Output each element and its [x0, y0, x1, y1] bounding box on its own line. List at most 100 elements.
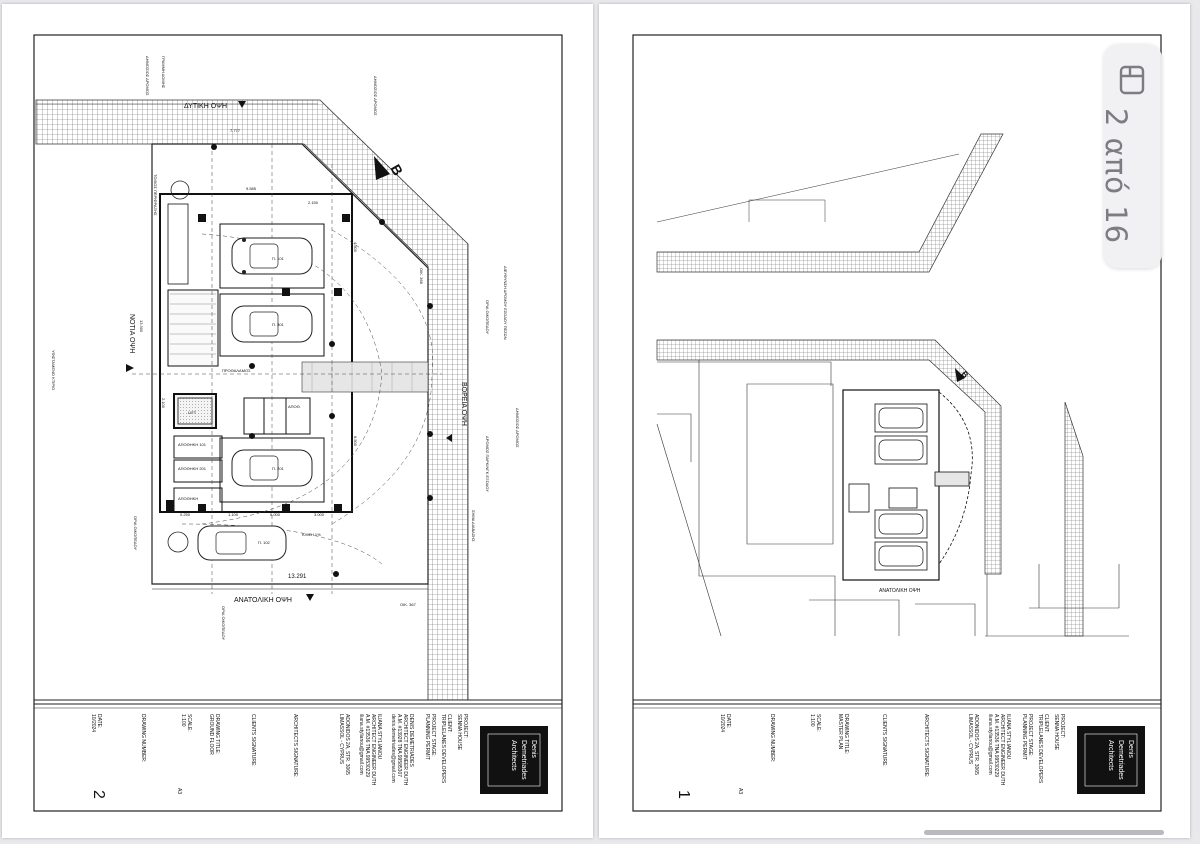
label-road-1: ΔΗΜΟΣΙΟΣ ΔΡΟΜΟΣ: [145, 56, 150, 96]
svg-text:LIMASSOL - CYPRUS: LIMASSOL - CYPRUS: [338, 714, 344, 765]
svg-text:SENNA HOUSE: SENNA HOUSE: [456, 714, 462, 751]
dimension-i: 13.300: [139, 320, 144, 333]
svg-text:SENNA HOUSE: SENNA HOUSE: [1053, 714, 1059, 751]
dimension-total: 13.291: [288, 574, 307, 580]
sheet-page-1[interactable]: B ΑΝΑΤΟΛΙΚΗ ΟΨΗ Denis Demetriades Archit…: [599, 4, 1190, 838]
label-plot-b: ΟΙΚ. 367: [400, 602, 417, 607]
road-middle: [656, 339, 1002, 575]
master-plan-drawing: B ΑΝΑΤΟΛΙΚΗ ΟΨΗ Denis Demetriades Archit…: [632, 34, 1162, 812]
dimension-e: 5.000: [270, 512, 281, 517]
svg-text:Demetriades: Demetriades: [1117, 740, 1124, 780]
entrance-walkway: [301, 361, 429, 393]
dimension-j: 2.100: [161, 398, 166, 409]
svg-text:10/2024: 10/2024: [90, 714, 96, 732]
dimension-c: 4.500: [353, 242, 358, 253]
svg-text:ARCHITECT ENGINEER DUTH: ARCHITECT ENGINEER DUTH: [370, 714, 376, 786]
label-east-elevation: ΑΝΑΤΟΛΙΚΗ ΟΨΗ: [879, 588, 921, 594]
svg-text:GROUND FLOOR: GROUND FLOOR: [208, 714, 214, 755]
label-widening-2: ΔΡΟΜΟΣ ΠΑΡΚΙΝΓΚ ΕΞΟΔΟΥ: [485, 436, 490, 492]
svg-text:TRIPLELANES DEVELOPERS: TRIPLELANES DEVELOPERS: [1037, 714, 1043, 784]
label-p201: Π. 201: [272, 466, 285, 471]
svg-text:TRIPLELANES DEVELOPERS: TRIPLELANES DEVELOPERS: [440, 714, 446, 784]
label-store-201: ΑΠΟΘΗΚΗ 201: [178, 466, 207, 471]
label-section-b: B: [959, 370, 970, 380]
label-road-2: ΔΗΜΟΣΙΟΣ ΔΡΟΜΟΣ: [373, 76, 378, 116]
svg-text:ARCHITECTS SIGNATURE:: ARCHITECTS SIGNATURE:: [292, 714, 298, 778]
svg-text:DRAWING TITLE:: DRAWING TITLE:: [214, 714, 220, 754]
label-entrance: ΑΠΟΘ.: [288, 404, 301, 409]
dimension-a: 9.585: [246, 186, 257, 191]
svg-text:Demetriades: Demetriades: [520, 740, 527, 780]
section-marker-b: [955, 368, 965, 382]
label-road-3: ΔΗΜΟΣΙΟΣ ΔΡΟΜΟΣ: [515, 408, 520, 448]
title-block: Denis Demetriades Architects PROJECT: SE…: [90, 714, 537, 799]
road-right: [1064, 401, 1084, 637]
svg-text:PROJECT STAGE:: PROJECT STAGE:: [1027, 714, 1033, 757]
svg-text:denis.demetriades@gmail.com: denis.demetriades@gmail.com: [390, 714, 396, 783]
car-p102: [197, 525, 287, 561]
label-ramp: ΚΛΙΣΗ 1%: [302, 532, 321, 537]
label-widening: ΔΙΕΥΘΥΝΣΗ ΔΡΟΜΟΥ ΕΣΟΔΟΥ ΠΕΖΩΝ: [503, 266, 508, 340]
label-garden-wall: ΤΟΙΧΟΣ ΠΕΡΙΦΡΑΞΗΣ: [153, 174, 158, 216]
svg-text:Architects: Architects: [1107, 740, 1114, 771]
sidewalk: [35, 99, 469, 701]
dimension-top: 7.777: [230, 128, 241, 133]
svg-text:ARCHITECT ENGINEER DUTH: ARCHITECT ENGINEER DUTH: [402, 714, 408, 786]
svg-text:DATE:: DATE:: [725, 714, 731, 728]
svg-text:Architects: Architects: [510, 740, 517, 771]
svg-text:ILIANA STYLIANOU: ILIANA STYLIANOU: [376, 714, 382, 760]
svg-text:DRAWING TITLE:: DRAWING TITLE:: [843, 714, 849, 754]
label-street-line: ΣΗΜΑ ΔΙΑΒΑΣΗΣ: [471, 510, 476, 542]
road-top: [656, 133, 1004, 273]
svg-text:SCALE:: SCALE:: [186, 714, 192, 732]
dimension-b: 2.150: [308, 200, 319, 205]
label-west-elevation: ΔΥΤΙΚΗ ΟΨΗ: [184, 103, 227, 110]
label-plot-a: ΟΙΚ. 368: [419, 268, 424, 285]
dimension-g: 0.250: [180, 512, 191, 517]
svg-text:LIMASSOL - CYPRUS: LIMASSOL - CYPRUS: [967, 714, 973, 765]
car-icons: [878, 407, 924, 567]
tree-icon: [170, 180, 190, 200]
svg-text:PLANNING PERMIT: PLANNING PERMIT: [1021, 714, 1027, 760]
svg-text:1:100: 1:100: [180, 714, 186, 727]
label-p301: Π. 301: [272, 322, 285, 327]
label-boundary: ΟΡΙΑ ΟΙΚΟΠΕΔΟΥ: [485, 300, 490, 334]
drawing-border: [632, 34, 1162, 812]
dimension-f: 3.000: [314, 512, 325, 517]
svg-text:A3: A3: [737, 788, 743, 794]
svg-text:DENIS DEMETRIADES: DENIS DEMETRIADES: [408, 714, 414, 767]
svg-text:Denis: Denis: [1127, 740, 1134, 758]
dimension-d: 6.500: [353, 436, 358, 447]
label-existing-building: ΥΦΙΣΤΑΜΕΝΟ ΚΤΙΡΙΟ: [51, 350, 56, 390]
svg-text:2: 2: [90, 790, 107, 799]
label-north-elevation: ΒΟΡΕΙΑ ΟΨΗ: [460, 382, 467, 426]
section-marker-b: [374, 156, 390, 180]
ground-floor-drawing: ΔΥΤΙΚΗ ΟΨΗ ΑΝΑΤΟΛΙΚΗ ΟΨΗ B 13.291 7.777 …: [33, 34, 563, 812]
svg-text:MASTER PLAN: MASTER PLAN: [837, 714, 843, 750]
horizontal-scrollbar[interactable]: [924, 830, 1164, 835]
svg-text:ADONIDOS 2A, STR. 3065: ADONIDOS 2A, STR. 3065: [344, 714, 350, 775]
sheet-page-2[interactable]: ΔΥΤΙΚΗ ΟΨΗ ΑΝΑΤΟΛΙΚΗ ΟΨΗ B 13.291 7.777 …: [2, 4, 593, 838]
svg-text:ARCHITECTS SIGNATURE:: ARCHITECTS SIGNATURE:: [923, 714, 929, 778]
svg-text:ADONIDOS 2A, STR. 3065: ADONIDOS 2A, STR. 3065: [973, 714, 979, 775]
car-p301: [231, 305, 313, 343]
svg-text:1: 1: [675, 790, 692, 799]
page-indicator[interactable]: [1104, 44, 1162, 268]
label-store-101: ΑΠΟΘΗΚΗ 101: [178, 442, 207, 447]
label-building-line: ΓΡΑΜΜΗ ΔΟΜΗΣ: [161, 56, 166, 89]
svg-text:SCALE:: SCALE:: [815, 714, 821, 732]
label-boundary-2: ΟΡΙΑ ΟΙΚΟΠΕΔΟΥ: [133, 516, 138, 550]
drawing-border: [33, 34, 563, 812]
svg-text:ARCHITECT ENGINEER DUTH: ARCHITECT ENGINEER DUTH: [999, 714, 1005, 786]
svg-text:Denis: Denis: [530, 740, 537, 758]
label-p101: Π. 101: [272, 256, 285, 261]
label-store-102: ΑΠΟΘΗΚΗ: [178, 496, 198, 501]
svg-text:1:100: 1:100: [809, 714, 815, 727]
label-lift: LIFT: [188, 410, 197, 415]
building-outline: [159, 193, 353, 513]
svg-text:CLIENTS SIGNATURE:: CLIENTS SIGNATURE:: [250, 714, 256, 767]
page-indicator-text: 2 από 16: [1099, 108, 1133, 245]
page-view-icon: [1119, 65, 1145, 95]
svg-text:iliana.stylianou@gmail.com: iliana.stylianou@gmail.com: [358, 714, 364, 775]
svg-text:CLIENT:: CLIENT:: [446, 714, 452, 733]
